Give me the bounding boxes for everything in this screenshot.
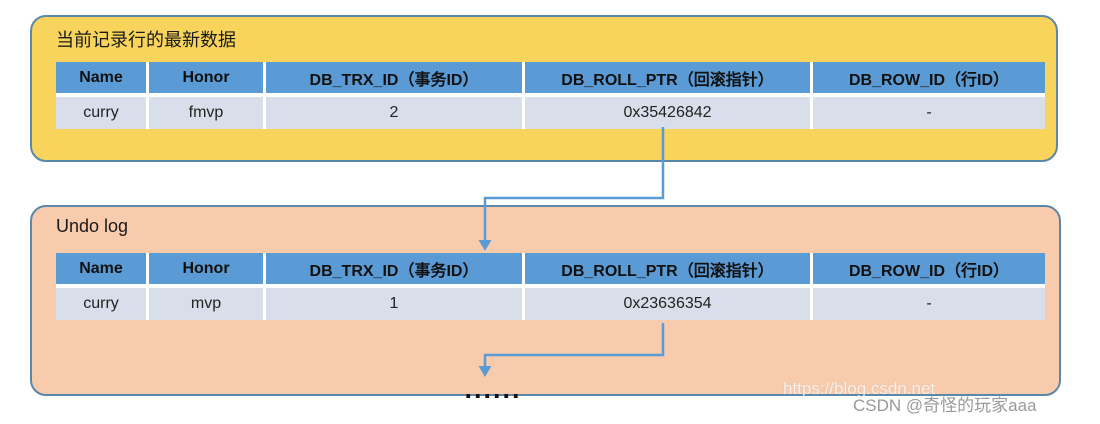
watermark-csdn-credit: CSDN @奇怪的玩家aaa [853, 396, 1037, 415]
undo-row-db-trx-id: 1 [266, 288, 522, 320]
current-row-db-trx-id: 2 [266, 97, 522, 129]
current-record-box: 当前记录行的最新数据 Name Honor DB_TRX_ID（事务ID） DB… [30, 15, 1058, 162]
undo-row-db-row-id: - [813, 288, 1045, 320]
current-row-honor: fmvp [149, 97, 263, 129]
col-header-db-row-id: DB_ROW_ID（行ID） [813, 253, 1045, 284]
current-row-name: curry [56, 97, 146, 129]
col-header-honor: Honor [149, 253, 263, 284]
undo-log-table: Name Honor DB_TRX_ID（事务ID） DB_ROLL_PTR（回… [56, 253, 1045, 320]
col-header-db-row-id: DB_ROW_ID（行ID） [813, 62, 1045, 93]
col-header-honor: Honor [149, 62, 263, 93]
current-row-db-row-id: - [813, 97, 1045, 129]
undo-row-name: curry [56, 288, 146, 320]
undo-row-db-roll-ptr: 0x23636354 [525, 288, 810, 320]
undo-log-box-title: Undo log [56, 216, 129, 236]
col-header-db-roll-ptr: DB_ROLL_PTR（回滚指针） [525, 253, 810, 284]
current-row-db-roll-ptr: 0x35426842 [525, 97, 810, 129]
undo-log-box: Undo log Name Honor DB_TRX_ID（事务ID） DB_R… [30, 205, 1061, 396]
col-header-db-roll-ptr: DB_ROLL_PTR（回滚指针） [525, 62, 810, 93]
older-versions-ellipsis: ...... [464, 374, 522, 404]
watermark-blog-url: https://blog.csdn.net [783, 379, 936, 398]
current-record-table: Name Honor DB_TRX_ID（事务ID） DB_ROLL_PTR（回… [56, 62, 1045, 129]
undo-row-honor: mvp [149, 288, 263, 320]
col-header-db-trx-id: DB_TRX_ID（事务ID） [266, 253, 522, 284]
col-header-db-trx-id: DB_TRX_ID（事务ID） [266, 62, 522, 93]
current-record-box-title: 当前记录行的最新数据 [56, 30, 236, 50]
col-header-name: Name [56, 62, 146, 93]
col-header-name: Name [56, 253, 146, 284]
